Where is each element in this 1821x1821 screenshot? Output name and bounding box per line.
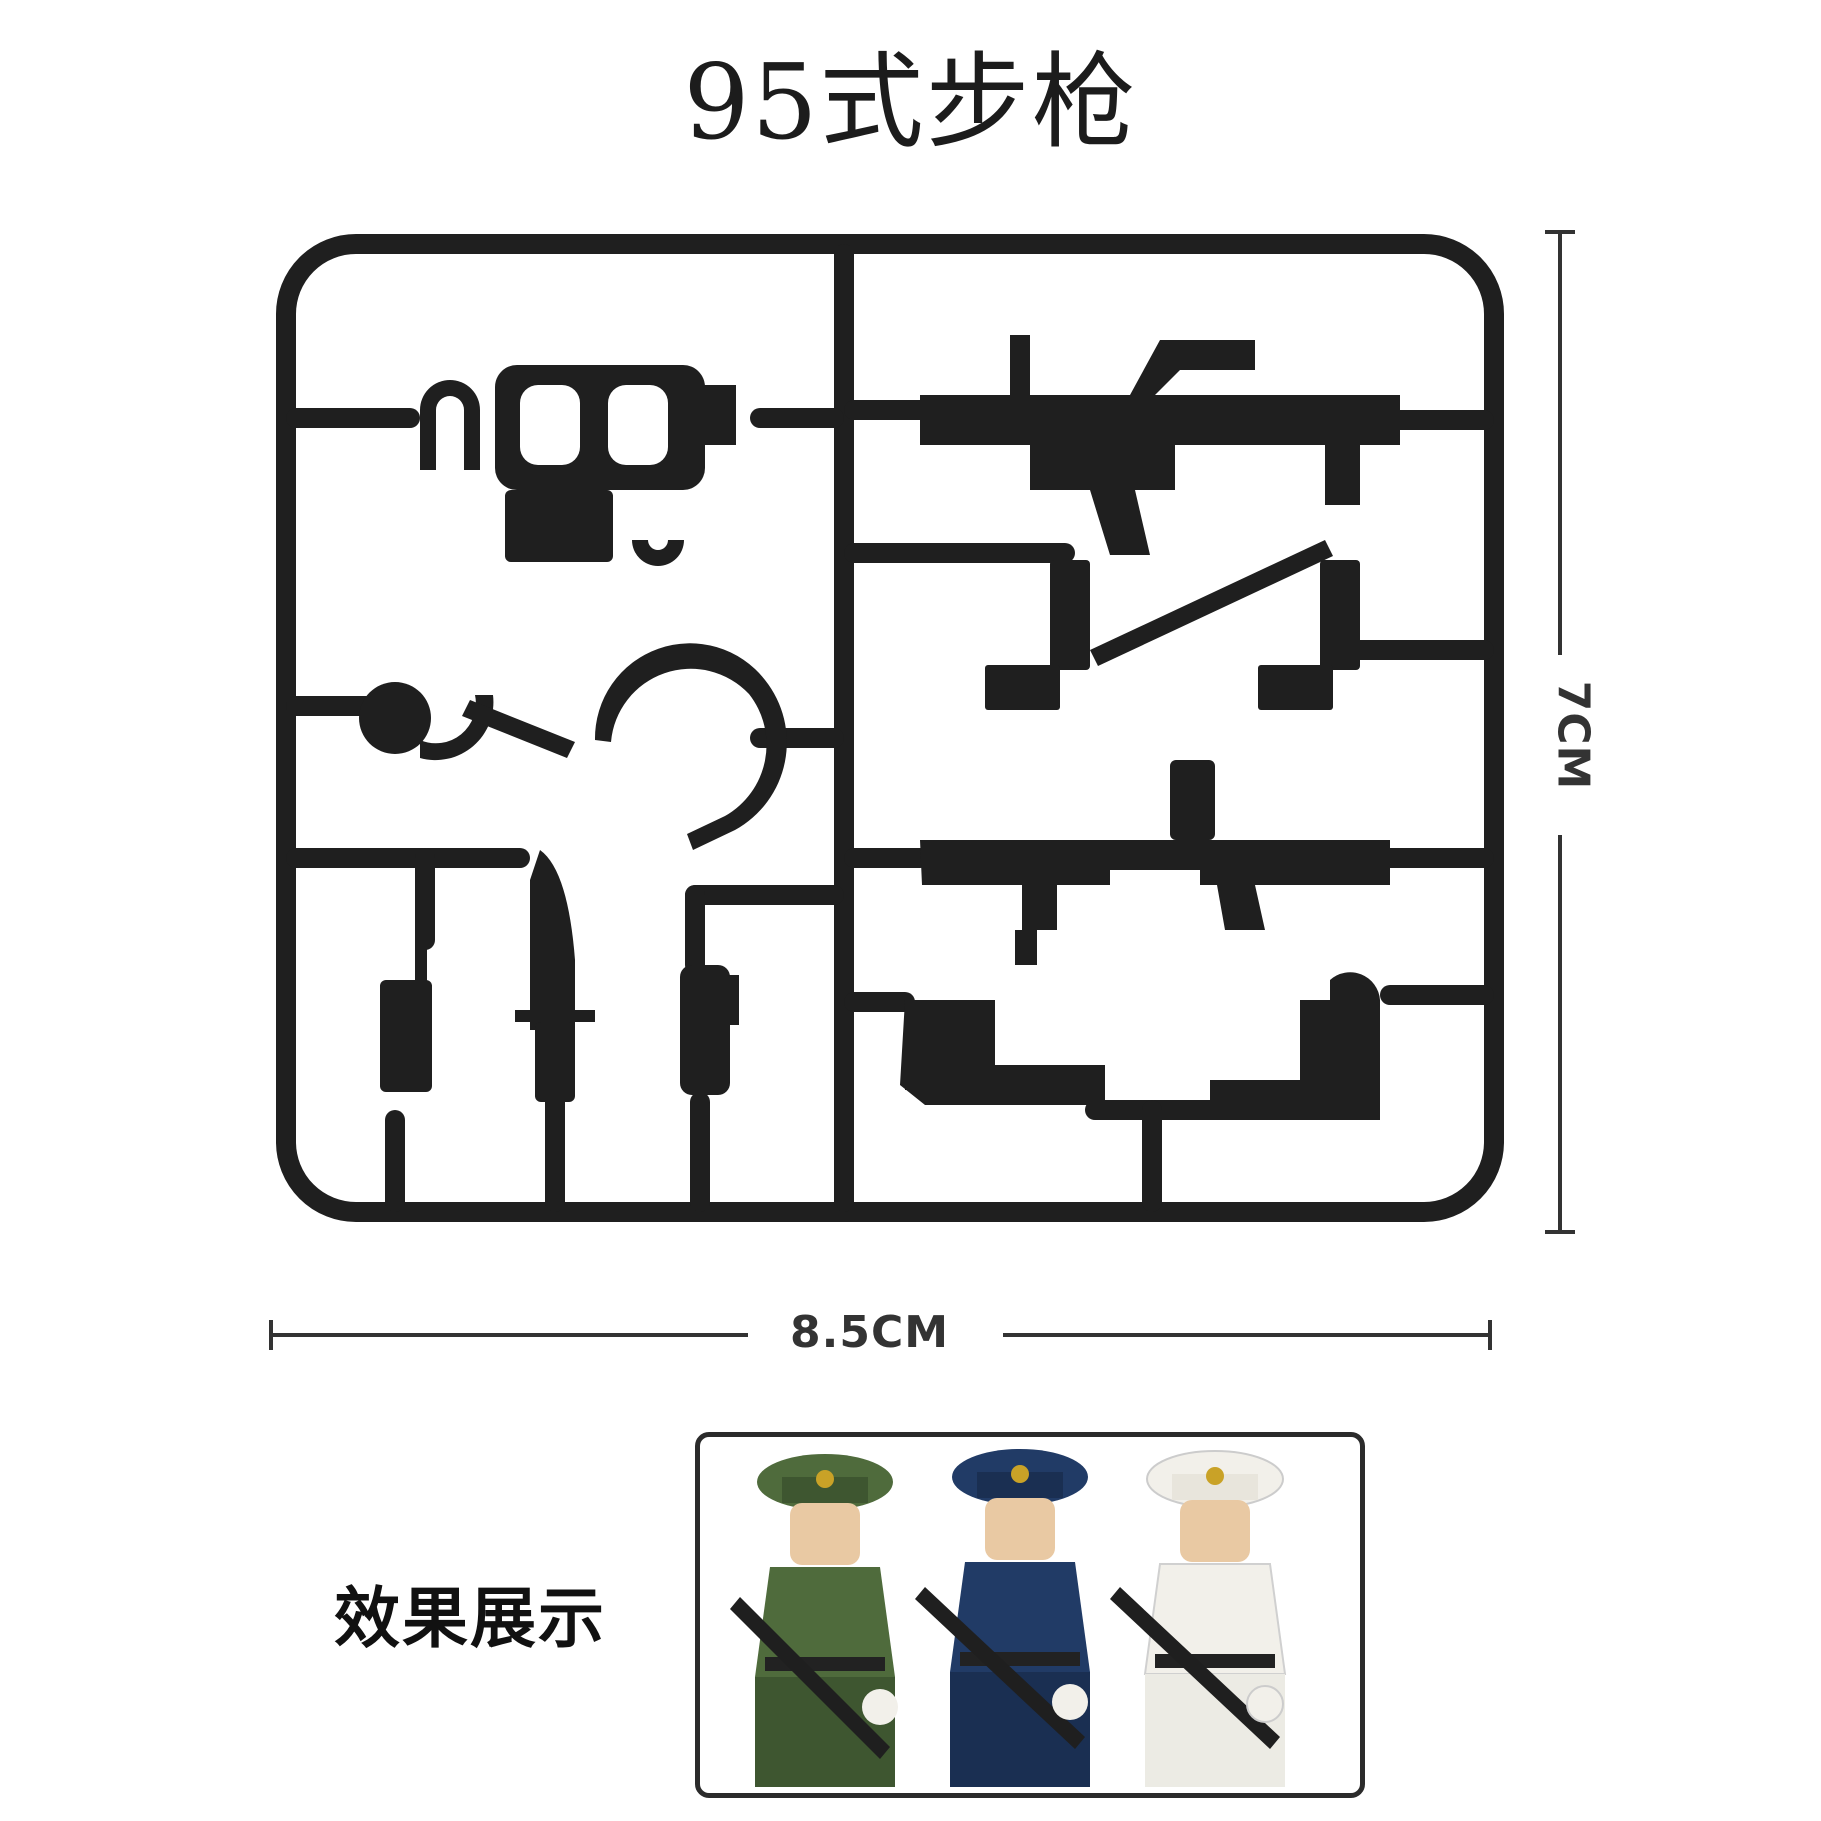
rifle-icon [920, 335, 1400, 555]
height-label: 7CM [1547, 680, 1599, 791]
navy-minifigure [1110, 1450, 1287, 1787]
hook-part [420, 695, 494, 761]
sprue-frame [276, 234, 1504, 1222]
width-label: 8.5CM [790, 1307, 950, 1358]
minifigure-illustration [730, 1449, 1287, 1787]
knife-icon [515, 850, 595, 1102]
grenade-icon [680, 965, 739, 1095]
page-title: 95式步枪 [683, 41, 1138, 163]
pistol-icon [1210, 972, 1380, 1120]
demo-label: 效果展示 [334, 1580, 606, 1657]
radio-icon [380, 940, 432, 1092]
airforce-minifigure [915, 1449, 1090, 1787]
rifle-icon [920, 760, 1390, 965]
bayonet-icon [985, 540, 1360, 710]
pistol-icon [900, 1000, 1105, 1105]
ball-joint [359, 682, 431, 754]
army-minifigure [730, 1454, 898, 1787]
demo-image [695, 1432, 1365, 1798]
